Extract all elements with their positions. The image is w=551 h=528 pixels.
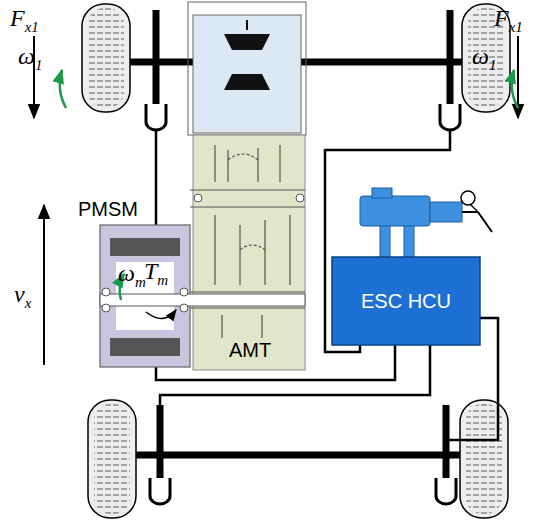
- motor-illustration: [110, 338, 180, 356]
- wheel: [94, 404, 130, 514]
- rotation-arrow: [512, 70, 518, 108]
- force-arrow: [43, 205, 45, 365]
- motor-illustration: [102, 304, 110, 312]
- master-cylinder: [462, 211, 478, 213]
- gearbox-illustration: [279, 145, 280, 182]
- motor-illustration: [180, 288, 188, 296]
- wheel: [462, 4, 510, 112]
- axle: [134, 452, 462, 459]
- wheel: [88, 8, 124, 108]
- differential: [232, 50, 262, 74]
- gearbox-illustration: [190, 206, 305, 207]
- gearbox-illustration: [214, 215, 215, 285]
- differential: [188, 2, 306, 135]
- master-cylinder: [461, 191, 475, 205]
- symbol-label: Fx1: [494, 6, 523, 30]
- wheel: [82, 4, 130, 112]
- suspension-strut: [153, 10, 160, 112]
- part-name: PMSM: [78, 199, 138, 219]
- rotation-arrow: [60, 70, 66, 108]
- gearbox-illustration: [289, 215, 290, 285]
- gearbox-illustration: [190, 189, 305, 190]
- motor-illustration: [110, 238, 180, 256]
- motor-illustration: [102, 288, 110, 296]
- gearbox-illustration: [190, 307, 305, 308]
- gearbox-illustration: [194, 194, 202, 202]
- gearbox-illustration: [193, 135, 305, 370]
- gearbox-illustration: [190, 145, 305, 338]
- gearbox-illustration: [214, 145, 215, 182]
- master-cylinder: [470, 204, 478, 212]
- gearbox-box: AMT: [193, 135, 305, 370]
- part-name: AMT: [229, 340, 271, 360]
- differential: [246, 20, 248, 30]
- wheel: [82, 4, 510, 518]
- master-cylinder: [404, 222, 414, 258]
- differential: [188, 2, 306, 135]
- gearbox-illustration: [240, 245, 265, 250]
- gearbox-illustration: [221, 315, 222, 338]
- symbol-label: ωm: [118, 261, 146, 285]
- part-name: ESC HCU: [361, 291, 451, 311]
- wheel: [88, 400, 136, 518]
- gearbox-illustration: [190, 135, 305, 370]
- gearbox-illustration: [261, 315, 262, 338]
- brake-caliper: [440, 104, 460, 130]
- brake-caliper: [436, 478, 456, 504]
- master-cylinder: [372, 188, 392, 198]
- gearbox-illustration: [239, 225, 240, 285]
- motor-illustration: [102, 288, 188, 312]
- suspension-strut: [447, 10, 454, 112]
- symbol-label: ω1: [18, 44, 42, 68]
- symbol-label: vx: [14, 282, 31, 306]
- gearbox-illustration: [296, 194, 304, 202]
- wheel: [460, 400, 508, 518]
- gearbox-illustration: [264, 220, 265, 285]
- motor-illustration: [100, 225, 305, 367]
- gearbox-illustration: [194, 194, 304, 304]
- force-arrow: [34, 36, 518, 365]
- differential: [193, 15, 301, 133]
- gearbox-illustration: [257, 148, 258, 182]
- master-cylinder: [360, 188, 492, 258]
- motor-illustration: [100, 294, 305, 306]
- master-cylinder: [360, 196, 430, 226]
- master-cylinder: [430, 202, 462, 222]
- gearbox-illustration: [190, 291, 305, 292]
- hcu-box: ESC HCU: [332, 257, 480, 345]
- wheel: [466, 404, 502, 514]
- motor-illustration: [146, 310, 176, 319]
- gearbox-illustration: [228, 154, 258, 160]
- brake-caliper: [150, 478, 170, 504]
- gearbox-illustration: [227, 150, 228, 182]
- master-cylinder: [380, 222, 390, 258]
- rotation-arrow: [60, 70, 518, 108]
- symbol-label: Tm: [144, 259, 168, 283]
- symbol-label: Fx1: [10, 6, 39, 30]
- hcu-body: [332, 257, 480, 345]
- brake-caliper: [146, 104, 166, 130]
- differential: [224, 34, 270, 90]
- motor-illustration: [180, 304, 188, 312]
- motor-box: PMSMωmTm: [100, 225, 190, 367]
- symbol-label: ω1: [472, 44, 496, 68]
- master-cylinder: [478, 212, 492, 232]
